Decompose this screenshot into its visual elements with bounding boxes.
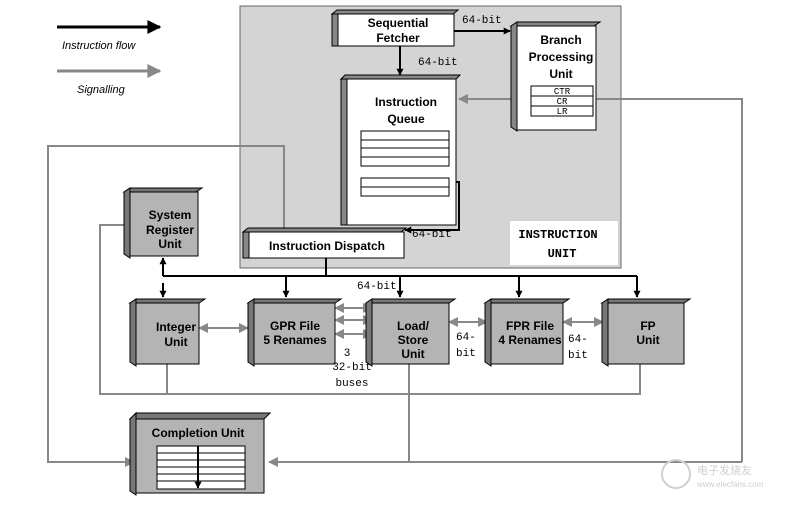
fpr-file-unit: FPR File 4 Renames	[483, 298, 571, 367]
integer-unit: Integer Unit	[128, 298, 207, 367]
loadstore-label-line3: Unit	[401, 347, 424, 361]
register-ctr: CTR	[554, 87, 571, 97]
bus-label-buses: buses	[335, 378, 368, 390]
branch-label-line2: Processing	[529, 50, 594, 64]
watermark: 电子发烧友 www.elecfans.com	[661, 459, 764, 489]
bus-label-width: 32-bit	[332, 362, 372, 374]
bus-label-fpr-ls-1: 64-	[456, 332, 476, 344]
branch-processing-unit: Branch Processing Unit CTR CR LR	[509, 21, 602, 132]
gpr-file-unit: GPR File 5 Renames	[246, 298, 343, 367]
sysreg-label-line2: Register	[146, 223, 194, 237]
integer-label-line2: Unit	[164, 335, 187, 349]
legend-signalling: Signalling	[77, 84, 126, 96]
bus-label-fpr-fp-2: bit	[568, 350, 588, 362]
bus-label-fpr-fp-1: 64-	[568, 334, 588, 346]
sysreg-label-line3: Unit	[158, 237, 181, 251]
loadstore-label-line2: Store	[398, 333, 429, 347]
queue-label-line1: Instruction	[375, 95, 437, 109]
instruction-unit-label-box	[510, 221, 618, 265]
dispatch-label: Instruction Dispatch	[269, 239, 385, 253]
fp-unit: FP Unit	[600, 298, 692, 367]
instruction-unit-label-line2: UNIT	[548, 247, 577, 261]
branch-label-line3: Unit	[549, 67, 572, 81]
bus-label-count: 3	[344, 348, 351, 360]
fetcher-label-line2: Fetcher	[376, 31, 420, 45]
watermark-logo-icon	[661, 459, 691, 489]
instruction-queue-unit: Instruction Queue	[339, 74, 462, 226]
bus-label-fpr-ls-2: bit	[456, 348, 476, 360]
watermark-url: www.elecfans.com	[696, 480, 764, 489]
gpr-label-line1: GPR File	[270, 319, 320, 333]
fpr-label-line2: 4 Renames	[498, 333, 562, 347]
sysreg-label-line1: System	[149, 208, 192, 222]
completion-unit: Completion Unit	[128, 411, 272, 496]
system-register-unit: System Register Unit	[122, 187, 204, 259]
bus-label-fetch-queue: 64-bit	[418, 57, 458, 69]
register-lr: LR	[557, 107, 568, 117]
watermark-name: 电子发烧友	[697, 463, 752, 477]
integer-label-line1: Integer	[156, 320, 196, 334]
register-cr: CR	[557, 97, 568, 107]
sequential-fetcher-unit: Sequential Fetcher	[330, 9, 460, 47]
queue-label-line2: Queue	[387, 112, 425, 126]
instruction-unit-label-line1: INSTRUCTION	[518, 228, 597, 242]
legend-instruction-flow: Instruction flow	[62, 40, 136, 52]
fetcher-label-line1: Sequential	[368, 16, 429, 30]
fpr-label-line1: FPR File	[506, 319, 554, 333]
gpr-label-line2: 5 Renames	[263, 333, 327, 347]
load-store-unit: Load/ Store Unit	[364, 298, 457, 367]
completion-label: Completion Unit	[152, 426, 245, 440]
fp-label-line2: Unit	[636, 333, 659, 347]
fp-label-line1: FP	[640, 319, 655, 333]
bus-label-fetch-branch: 64-bit	[462, 15, 502, 27]
loadstore-label-line1: Load/	[397, 319, 430, 333]
instruction-dispatch-unit: Instruction Dispatch	[241, 227, 408, 259]
bus-label-queue-dispatch: 64-bit	[412, 229, 452, 241]
bus-label-dispatch-bus: 64-bit	[357, 281, 397, 293]
branch-label-line1: Branch	[540, 33, 581, 47]
legend: Instruction flow Signalling	[57, 20, 162, 96]
signalling-lines	[47, 94, 743, 467]
